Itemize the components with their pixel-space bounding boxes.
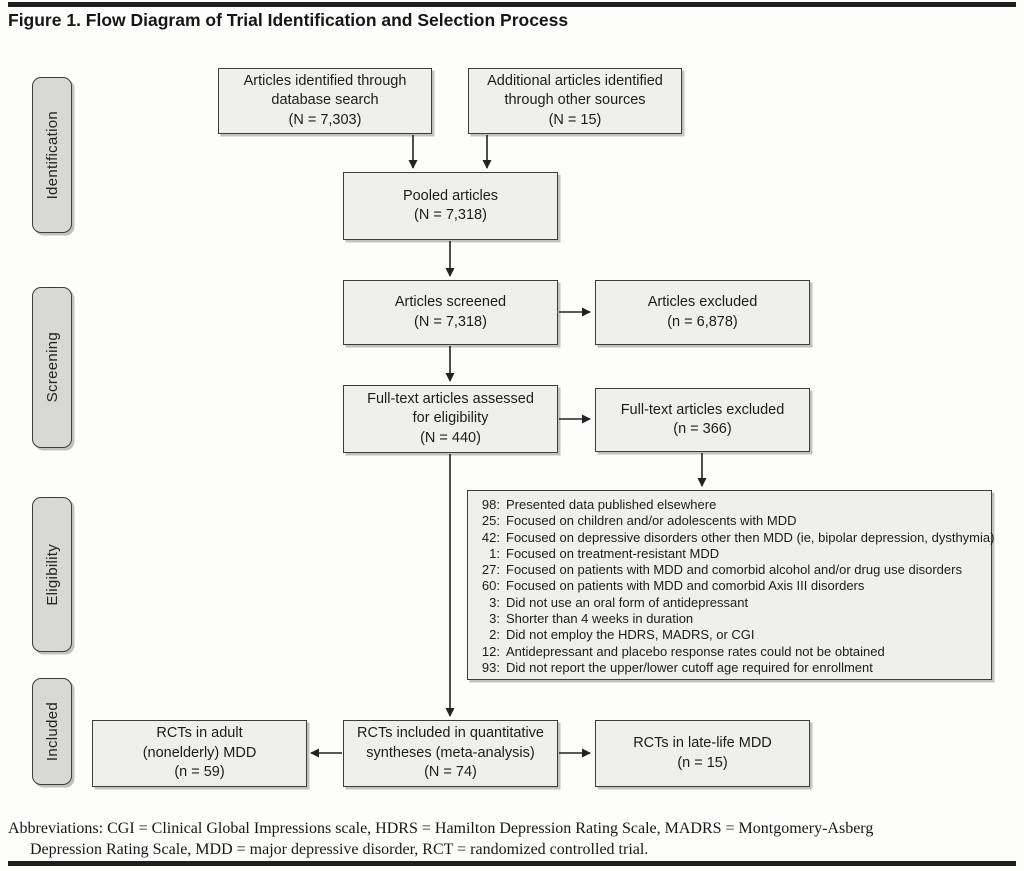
box-excluded-count: (n = 6,878) [667, 313, 738, 330]
box-rct-included: RCTs included in quantitative syntheses … [343, 720, 558, 787]
box-rct-adult-line2: (nonelderly) MDD [142, 744, 257, 761]
box-rct-late-line1: RCTs in late-life MDD [633, 735, 772, 751]
figure-title: Figure 1. Flow Diagram of Trial Identifi… [8, 10, 569, 30]
top-rule [8, 2, 1016, 7]
stage-identification-label: Identification [43, 110, 61, 200]
box-fulltext-excluded: Full-text articles excluded (n = 366) [595, 388, 810, 452]
box-fulltext-assessed: Full-text articles assessed for eligibil… [343, 385, 558, 453]
box-pooled-count: (N = 7,318) [414, 207, 487, 223]
box-database-line1: Articles identified through [243, 72, 407, 89]
box-fulltext-line2: for eligibility [412, 410, 489, 427]
stage-included-label: Included [43, 701, 61, 762]
exclusion-reason-item: 42:Focused on depressive disorders other… [481, 529, 995, 545]
box-ft-excluded-line1: Full-text articles excluded [620, 401, 785, 418]
stage-screening-label: Screening [43, 332, 61, 403]
stage-included: Included [32, 678, 72, 785]
box-pooled: Pooled articles (N = 7,318) [343, 172, 558, 240]
box-rct-included-line1: RCTs included in quantitative [357, 725, 544, 742]
box-other-line2: through other sources [504, 92, 646, 109]
box-other-sources: Additional articles identified through o… [468, 68, 682, 134]
box-rct-adult-count: (n = 59) [174, 764, 225, 781]
box-database-line2: database search [271, 92, 379, 109]
box-rct-late-life: RCTs in late-life MDD (n = 15) [595, 720, 810, 787]
box-database-search: Articles identified through database sea… [218, 68, 432, 134]
box-rct-adult-line1: RCTs in adult [156, 725, 243, 742]
stage-identification: Identification [32, 77, 72, 233]
box-other-line1: Additional articles identified [487, 72, 663, 89]
exclusion-reason-item: 12:Antidepressant and placebo response r… [481, 643, 885, 659]
abbreviations-footnote: Abbreviations: CGI = Clinical Global Imp… [8, 818, 1018, 860]
exclusion-reason-item: 3:Shorter than 4 weeks in duration [489, 611, 694, 627]
box-rct-included-count: (N = 74) [424, 764, 477, 781]
exclusion-reason-item: 27:Focused on patients with MDD and como… [481, 562, 962, 578]
abbreviations-line1: Abbreviations: CGI = Clinical Global Imp… [8, 820, 874, 837]
exclusion-reason-item: 98:Presented data published elsewhere [481, 497, 717, 512]
box-fulltext-count: (N = 440) [420, 429, 481, 446]
box-fulltext-line1: Full-text articles assessed [367, 390, 534, 407]
box-articles-excluded: Articles excluded (n = 6,878) [595, 280, 810, 345]
stage-screening: Screening [32, 287, 72, 448]
stage-eligibility-label: Eligibility [43, 543, 61, 606]
box-pooled-line1: Pooled articles [402, 187, 499, 204]
box-rct-included-line2: syntheses (meta-analysis) [366, 744, 535, 761]
stage-eligibility: Eligibility [32, 497, 72, 652]
exclusion-reason-item: 25:Focused on children and/or adolescent… [481, 513, 797, 529]
box-screened-line1: Articles screened [394, 294, 507, 310]
exclusion-reason-item: 60:Focused on patients with MDD and como… [481, 578, 865, 594]
box-screened-count: (N = 7,318) [414, 313, 487, 330]
box-excluded-line1: Articles excluded [647, 294, 758, 310]
exclusion-reason-item: 93:Did not report the upper/lower cutoff… [481, 659, 873, 675]
abbreviations-line2: Depression Rating Scale, MDD = major dep… [30, 841, 649, 858]
exclusion-reason-item: 1:Focused on treatment-resistant MDD [489, 545, 720, 561]
box-other-count: (N = 15) [548, 111, 602, 128]
box-rct-late-count: (n = 15) [677, 754, 728, 771]
box-rct-adult: RCTs in adult (nonelderly) MDD (n = 59) [92, 720, 307, 787]
box-screened: Articles screened (N = 7,318) [343, 280, 558, 345]
exclusion-reason-item: 2:Did not employ the HDRS, MADRS, or CGI [489, 627, 755, 643]
box-ft-excluded-count: (n = 366) [673, 421, 732, 437]
box-exclusion-reasons: 98:Presented data published elsewhere 25… [467, 490, 995, 680]
box-database-count: (N = 7,303) [288, 111, 362, 128]
bottom-rule [8, 861, 1016, 866]
exclusion-reason-item: 3:Did not use an oral form of antidepres… [489, 594, 749, 610]
